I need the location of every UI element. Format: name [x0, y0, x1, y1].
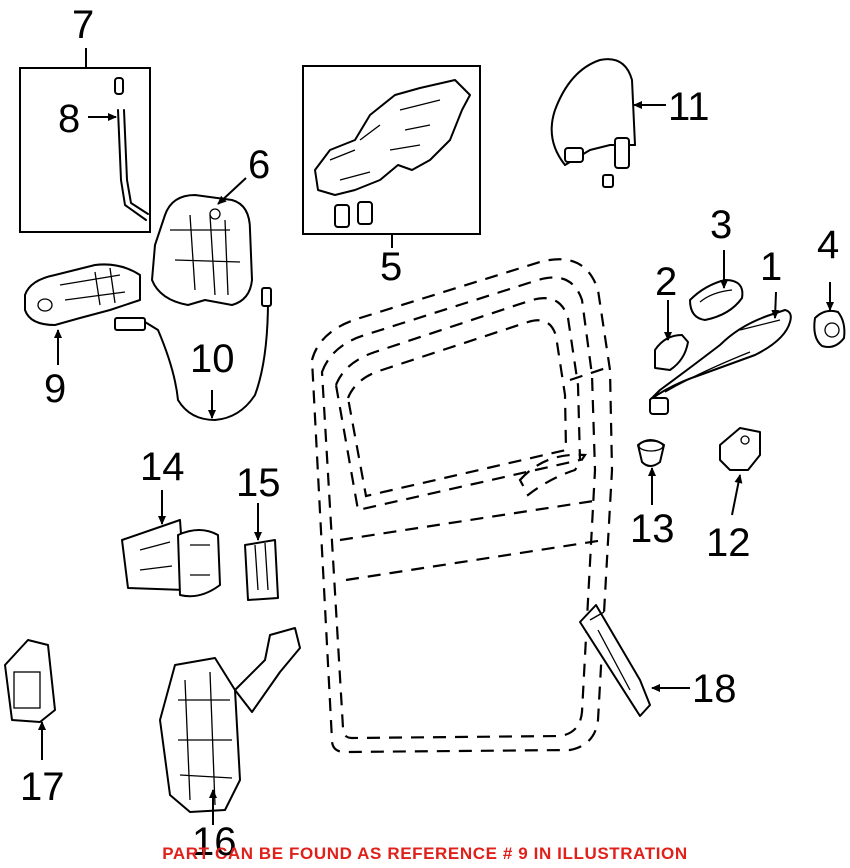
callout-3: 3: [710, 203, 732, 247]
door-outline: [310, 258, 614, 754]
callout-8: 8: [58, 97, 80, 141]
callout-labels: 7 8 6 5 11 3 1 4 2 9 10 14 15 13 12 18 1…: [20, 3, 839, 864]
bracket-part-12: [719, 427, 761, 471]
callout-11: 11: [668, 85, 710, 129]
callout-13: 13: [630, 507, 675, 551]
callout-15: 15: [236, 461, 281, 505]
callout-16: 16: [192, 820, 237, 864]
trim-strip-part-18: [579, 604, 651, 717]
hinge-shim-part-15: [244, 539, 279, 601]
latch-assembly-part-5: [314, 79, 471, 228]
leader-lines: [38, 101, 834, 825]
callout-7: 7: [72, 3, 94, 47]
kit-box-7: [19, 48, 151, 233]
lock-cylinder-cap-part-4: [813, 309, 846, 348]
grommet-part-13: [637, 439, 665, 467]
release-cable-part-10: [114, 287, 272, 421]
handle-gasket-part-2: [654, 334, 689, 371]
door-check-part-16: [159, 627, 301, 813]
callout-6: 6: [248, 143, 270, 187]
callout-10: 10: [190, 337, 235, 381]
bracket-part-17: [4, 639, 56, 723]
door-hinge-part-14: [121, 519, 221, 598]
callout-2: 2: [655, 260, 677, 304]
callout-5: 5: [380, 245, 402, 289]
kit-box-5: [302, 65, 481, 248]
callout-14: 14: [140, 445, 185, 489]
lock-actuator-part-6: [151, 194, 253, 306]
callout-12: 12: [706, 521, 751, 565]
exterior-cable-part-11: [550, 58, 636, 188]
lock-rod-part-8: [114, 77, 149, 221]
reference-note: PART CAN BE FOUND AS REFERENCE # 9 IN IL…: [162, 844, 688, 863]
callout-9: 9: [44, 367, 66, 411]
callout-4: 4: [817, 223, 839, 267]
callout-17: 17: [20, 765, 65, 809]
callout-18: 18: [692, 667, 737, 711]
handle-gasket-part-3: [689, 279, 744, 321]
outer-handle-part-1: [649, 309, 792, 415]
interior-handle-part-9: [24, 263, 141, 326]
callout-1: 1: [760, 245, 782, 289]
